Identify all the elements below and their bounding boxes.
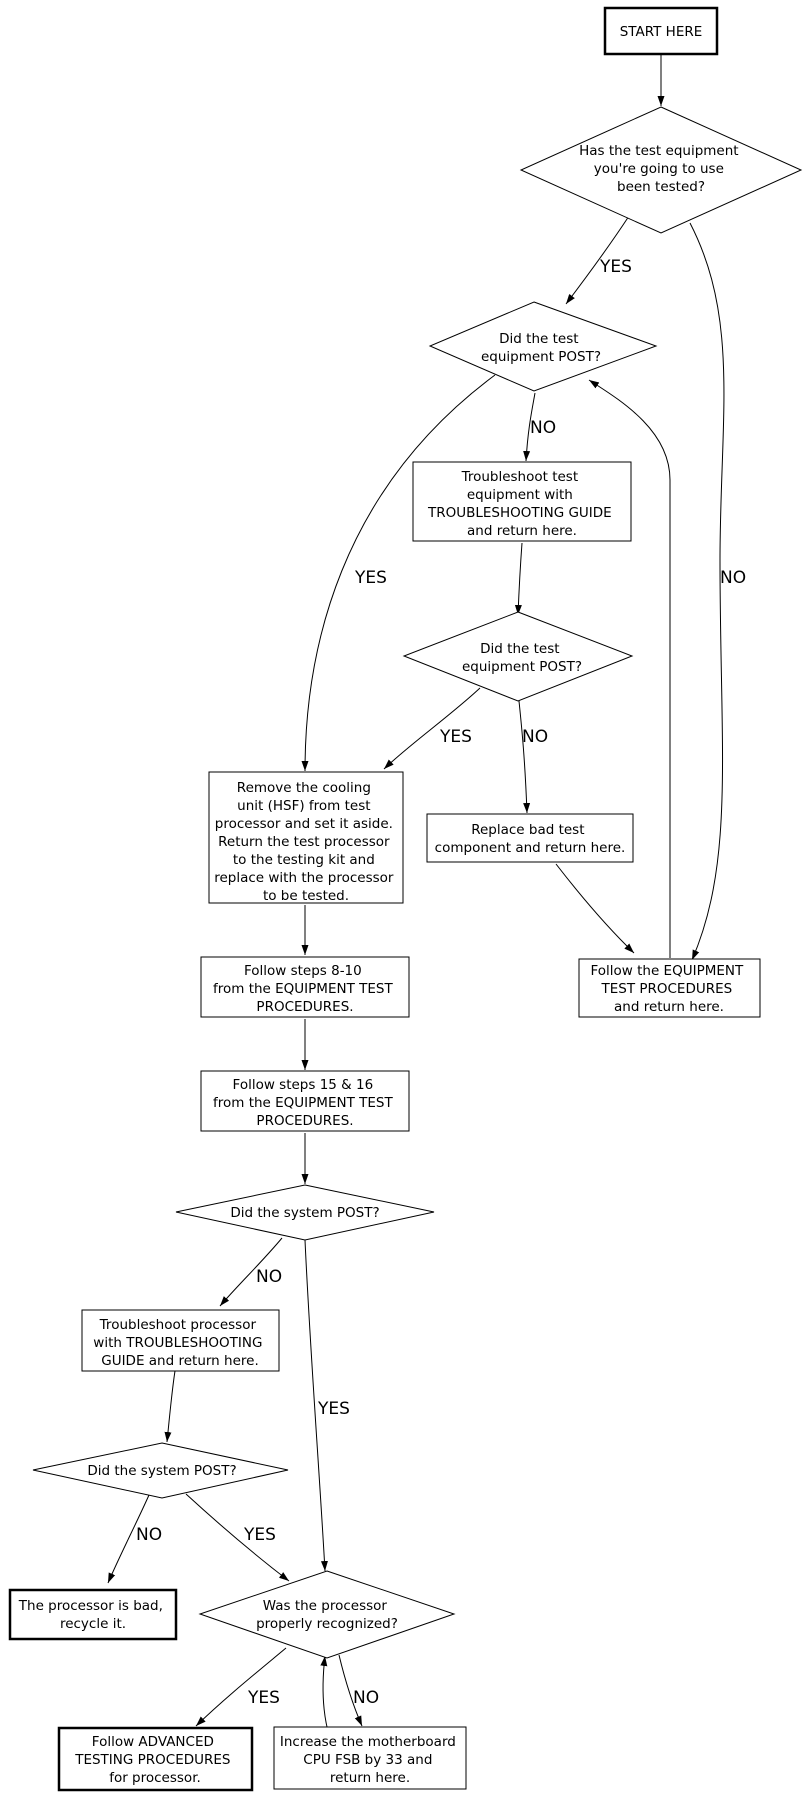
edge-post2-no: [518, 700, 531, 814]
edge-label-yes: YES: [599, 257, 632, 277]
edge-label-yes: YES: [439, 727, 472, 747]
edge-label-no: NO: [720, 568, 746, 588]
terminal-advanced-testing: [57, 1726, 254, 1792]
box-remove-cooling: [208, 771, 404, 904]
edge-label-no: NO: [522, 727, 548, 747]
edge-label-no: NO: [136, 1525, 162, 1545]
decision-equipment-tested: [519, 106, 803, 234]
box-increase-fsb-label: Increase the motherboard CPU FSB by 33 a…: [280, 1734, 460, 1786]
decision-system-post-2-label: Did the system POST?: [87, 1463, 236, 1479]
box-follow-steps-15-16: [200, 1070, 410, 1132]
box-troubleshoot-processor-label: Troubleshoot processor with TROUBLESHOOT…: [93, 1317, 266, 1369]
box-troubleshoot-equipment: [412, 461, 632, 542]
edge-syspost2-yes: [185, 1493, 290, 1582]
edge-post2-yes: [383, 687, 481, 770]
edge-recognized-yes: [195, 1647, 287, 1727]
edge-troubleshoot-to-post2: [514, 542, 523, 616]
edge-post1-no: [523, 392, 536, 462]
decision-test-equipment-post-2-label: Did the test equipment POST?: [462, 641, 582, 675]
box-troubleshoot-processor: [81, 1309, 280, 1372]
edge-follow-to-post1: [588, 379, 671, 958]
edge-troubleshoot-to-syspost2: [164, 1370, 176, 1443]
edge-equipment-tested-yes: [565, 215, 630, 305]
edge-replace-to-follow: [555, 863, 635, 954]
edge-label-yes: YES: [243, 1525, 276, 1545]
edge-label-yes: YES: [247, 1688, 280, 1708]
decision-processor-recognized: [198, 1570, 456, 1659]
decision-processor-recognized-label: Was the processor properly recognized?: [256, 1598, 398, 1632]
edge-label-no: NO: [353, 1688, 379, 1708]
decision-test-equipment-post-1: [428, 301, 658, 392]
box-follow-equipment-procedures: [578, 958, 761, 1018]
edge-recognized-no: [338, 1654, 363, 1727]
box-remove-cooling-label: Remove the cooling unit (HSF) from test …: [214, 780, 398, 904]
terminal-processor-bad: [8, 1588, 178, 1641]
edge-label-no: NO: [256, 1267, 282, 1287]
terminal-advanced-testing-label: Follow ADVANCED TESTING PROCEDURES for p…: [74, 1734, 235, 1786]
edge-label-yes: YES: [317, 1399, 350, 1419]
decision-system-post-1: [175, 1184, 435, 1241]
edge-syspost1-yes: [304, 1239, 328, 1572]
edge-label-yes: YES: [354, 568, 387, 588]
box-follow-steps-8-10: [200, 956, 410, 1018]
edge-syspost2-no: [107, 1494, 150, 1584]
terminal-processor-bad-label: The processor is bad, recycle it.: [18, 1598, 167, 1632]
decision-test-equipment-post-2: [402, 611, 634, 702]
edge-post1-yes: [301, 374, 496, 772]
box-replace-bad-component-label: Replace bad test component and return he…: [435, 822, 626, 856]
box-troubleshoot-equipment-label: Troubleshoot test equipment with TROUBLE…: [427, 469, 616, 539]
box-increase-fsb: [273, 1726, 467, 1790]
edge-label-no: NO: [530, 418, 556, 438]
edge-syspost1-no: [219, 1237, 283, 1307]
start-node: [603, 6, 719, 56]
edge-equipment-tested-no: [689, 222, 725, 961]
decision-system-post-2: [32, 1442, 289, 1499]
decision-equipment-tested-label: Has the test equipment you're going to u…: [579, 143, 743, 195]
decision-system-post-1-label: Did the system POST?: [230, 1205, 379, 1221]
start-node-label: START HERE: [620, 24, 703, 40]
box-follow-equipment-procedures-label: Follow the EQUIPMENT TEST PROCEDURES and…: [590, 963, 747, 1015]
box-follow-steps-8-10-label: Follow steps 8-10 from the EQUIPMENT TES…: [213, 963, 397, 1015]
decision-test-equipment-post-1-label: Did the test equipment POST?: [481, 331, 601, 365]
box-replace-bad-component: [426, 813, 634, 863]
box-follow-steps-15-16-label: Follow steps 15 & 16 from the EQUIPMENT …: [213, 1077, 397, 1129]
